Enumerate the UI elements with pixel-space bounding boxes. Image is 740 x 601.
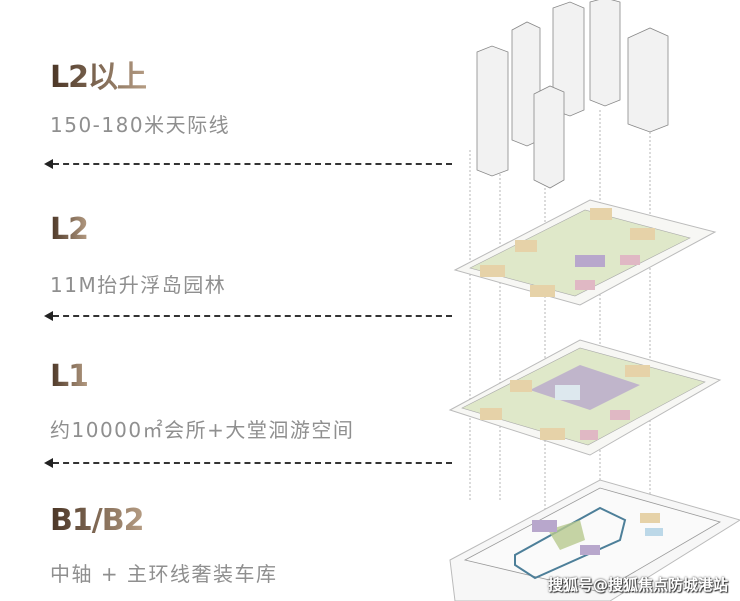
dashed-arrow — [44, 311, 452, 321]
level-subtitle: 中轴 + 主环线奢装车库 — [50, 562, 278, 586]
level-title: L1 — [50, 359, 89, 394]
dashed-arrow — [44, 159, 452, 169]
level-title: L2 — [50, 212, 89, 247]
watermark: 搜狐号@搜狐焦点防城港站 — [548, 576, 729, 594]
level-subtitle: 150-180米天际线 — [50, 113, 231, 137]
b1-b2-garage-plan — [449, 479, 740, 601]
level-title: L2以上 — [50, 52, 147, 96]
l2-garden-plan — [453, 199, 717, 306]
l1-clubhouse-plan — [448, 339, 722, 456]
level-subtitle: 约10000㎡会所+大堂洄游空间 — [50, 418, 355, 442]
level-subtitle: 11M抬升浮岛园林 — [50, 273, 227, 297]
exploded-axonometric-diagram — [448, 0, 740, 601]
dashed-arrow — [44, 458, 452, 468]
towers — [476, 0, 669, 189]
level-title: B1/B2 — [50, 503, 144, 538]
